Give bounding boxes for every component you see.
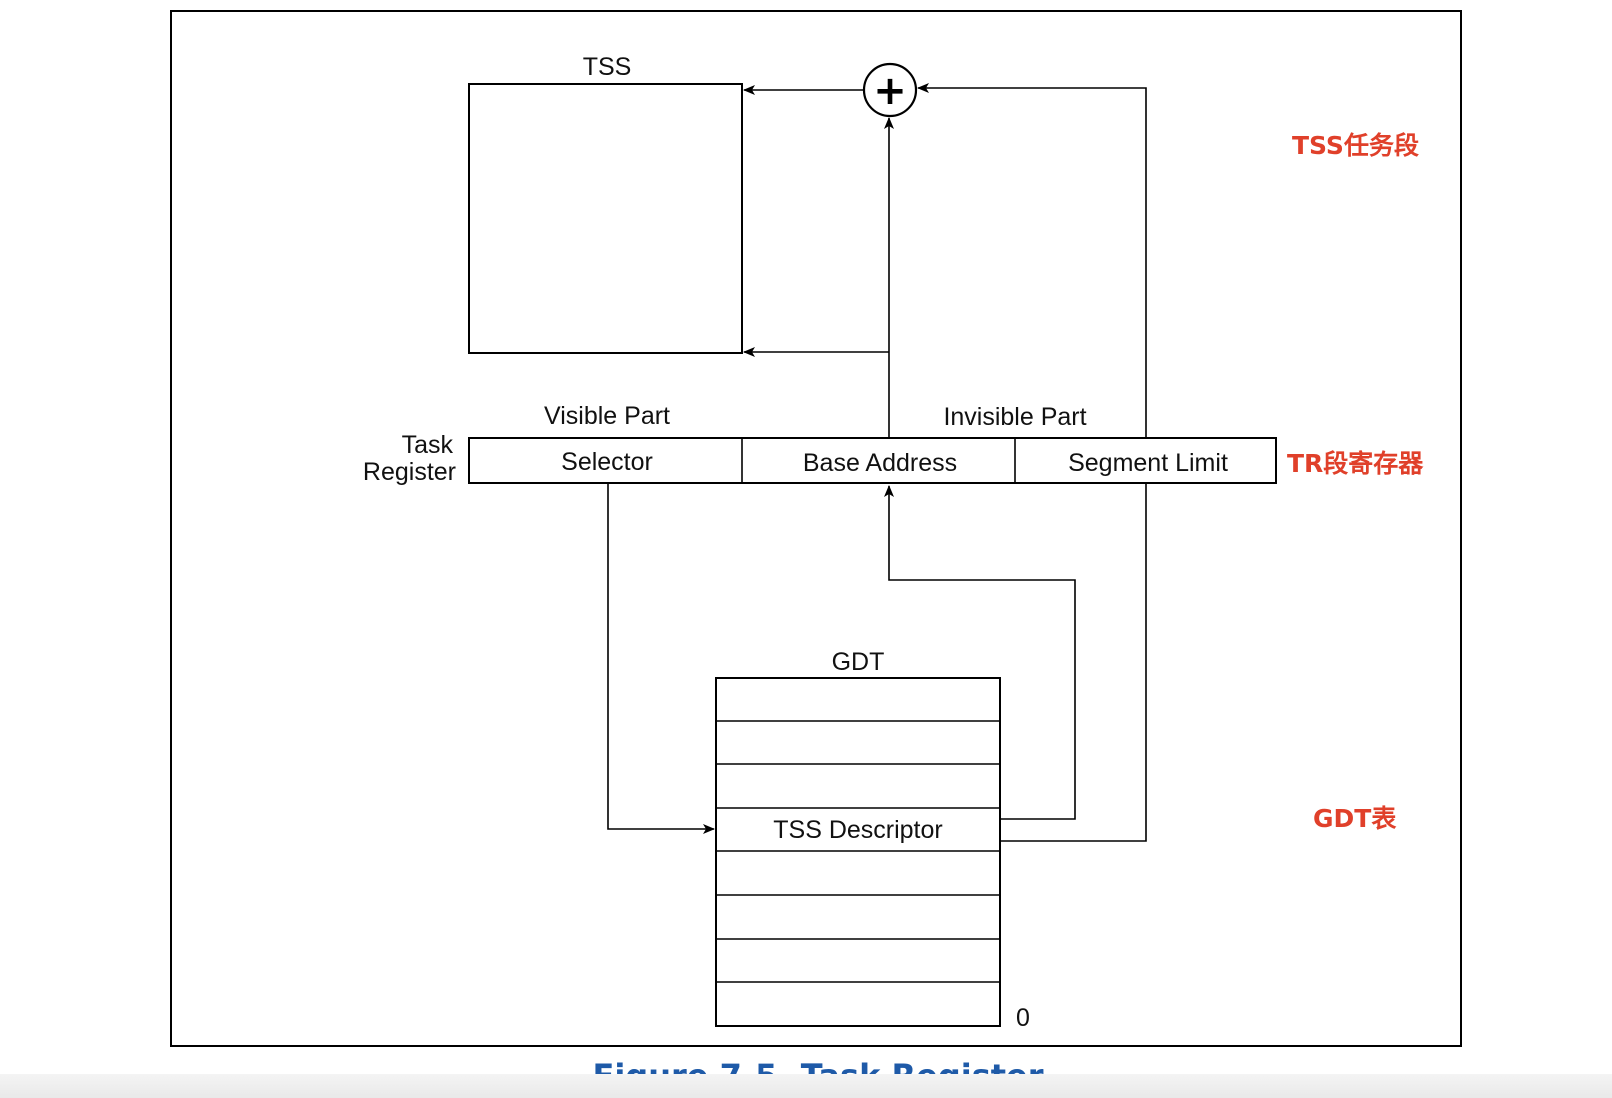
selector-to-descriptor-line <box>607 483 715 834</box>
gdt-annotation: GDT表 <box>1313 804 1397 833</box>
gdt-index-zero: 0 <box>1016 1004 1030 1032</box>
invisible-part-label: Invisible Part <box>943 403 1086 431</box>
adder-icon <box>862 62 918 118</box>
selector-field: Selector <box>561 448 653 476</box>
descriptor-to-base-line <box>884 485 1076 820</box>
descriptor-to-limit-line <box>1001 483 1147 842</box>
segment-limit-to-adder-line <box>917 83 1147 438</box>
task-register-label-line2: Register <box>363 458 456 486</box>
figure-frame <box>170 10 1462 1047</box>
page-footer-band <box>0 1074 1612 1098</box>
tss-descriptor-entry: TSS Descriptor <box>773 816 942 844</box>
task-register-label-line1: Task <box>402 431 454 459</box>
visible-part-label: Visible Part <box>544 402 670 430</box>
tss-segment-box <box>468 83 743 354</box>
base-address-field: Base Address <box>803 449 957 477</box>
segment-limit-field: Segment Limit <box>1068 449 1228 477</box>
adder-symbol: + <box>873 68 907 114</box>
tss-label: TSS <box>583 53 632 81</box>
task-register-box <box>468 437 1277 484</box>
gdt-label: GDT <box>832 648 885 676</box>
tss-annotation: TSS任务段 <box>1292 131 1419 160</box>
gdt-table <box>715 677 1001 1027</box>
tr-annotation: TR段寄存器 <box>1287 449 1424 478</box>
